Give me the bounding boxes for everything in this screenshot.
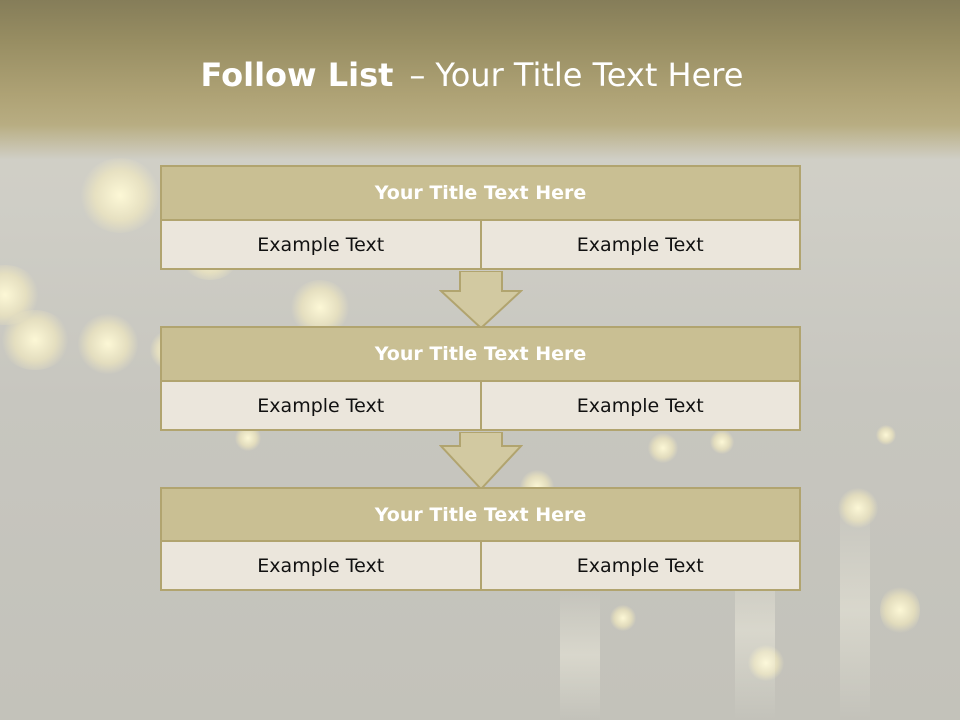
step-row: Example Text Example Text [160,382,801,431]
header-band [0,0,960,160]
step-cell-left: Example Text [162,382,480,429]
down-arrow-icon [439,271,523,329]
down-arrow-icon [439,432,523,490]
step-block-1: Your Title Text Here Example Text Exampl… [160,165,801,270]
step-cell-left: Example Text [162,542,480,589]
slide-title-dash: – [409,56,426,94]
step-title: Your Title Text Here [160,165,801,221]
slide-title: Follow List–Your Title Text Here [0,56,944,94]
step-cell-left: Example Text [162,221,480,268]
step-title: Your Title Text Here [160,326,801,382]
step-cell-right: Example Text [479,542,799,589]
slide-title-bold: Follow List [200,56,394,94]
step-cell-right: Example Text [479,221,799,268]
step-cell-right: Example Text [479,382,799,429]
step-block-3: Your Title Text Here Example Text Exampl… [160,487,801,591]
step-title: Your Title Text Here [160,487,801,542]
step-row: Example Text Example Text [160,221,801,270]
step-row: Example Text Example Text [160,542,801,591]
slide-title-rest: Your Title Text Here [435,56,744,94]
step-block-2: Your Title Text Here Example Text Exampl… [160,326,801,431]
